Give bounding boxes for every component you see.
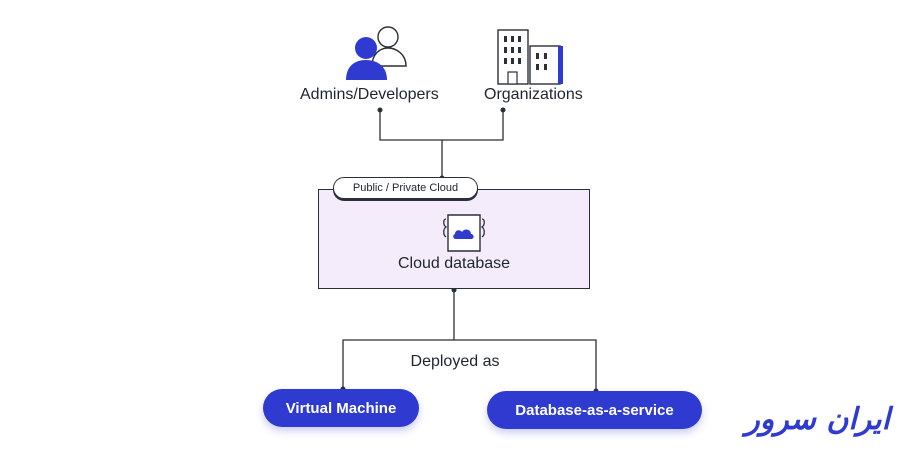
deployed-as-label: Deployed as — [410, 353, 500, 370]
organizations-label: Organizations — [484, 86, 583, 103]
connector-admins — [379, 110, 442, 141]
cloud-database-icon — [443, 214, 485, 252]
dot-admins — [377, 107, 383, 113]
connector-orgs — [442, 110, 504, 141]
cloud-database-title: Cloud database — [397, 255, 511, 272]
virtual-machine-button[interactable]: Virtual Machine — [263, 389, 419, 427]
buildings-icon — [497, 29, 563, 85]
dot-orgs — [500, 107, 506, 113]
brand-logo: ایران سرور — [745, 402, 890, 437]
users-icon — [346, 26, 407, 80]
public-private-cloud-tag: Public / Private Cloud — [333, 177, 478, 199]
connector-vm — [342, 339, 454, 390]
connector-dbaas — [454, 339, 597, 392]
database-as-a-service-button[interactable]: Database-as-a-service — [487, 391, 702, 429]
admins-developers-label: Admins/Developers — [300, 86, 439, 103]
